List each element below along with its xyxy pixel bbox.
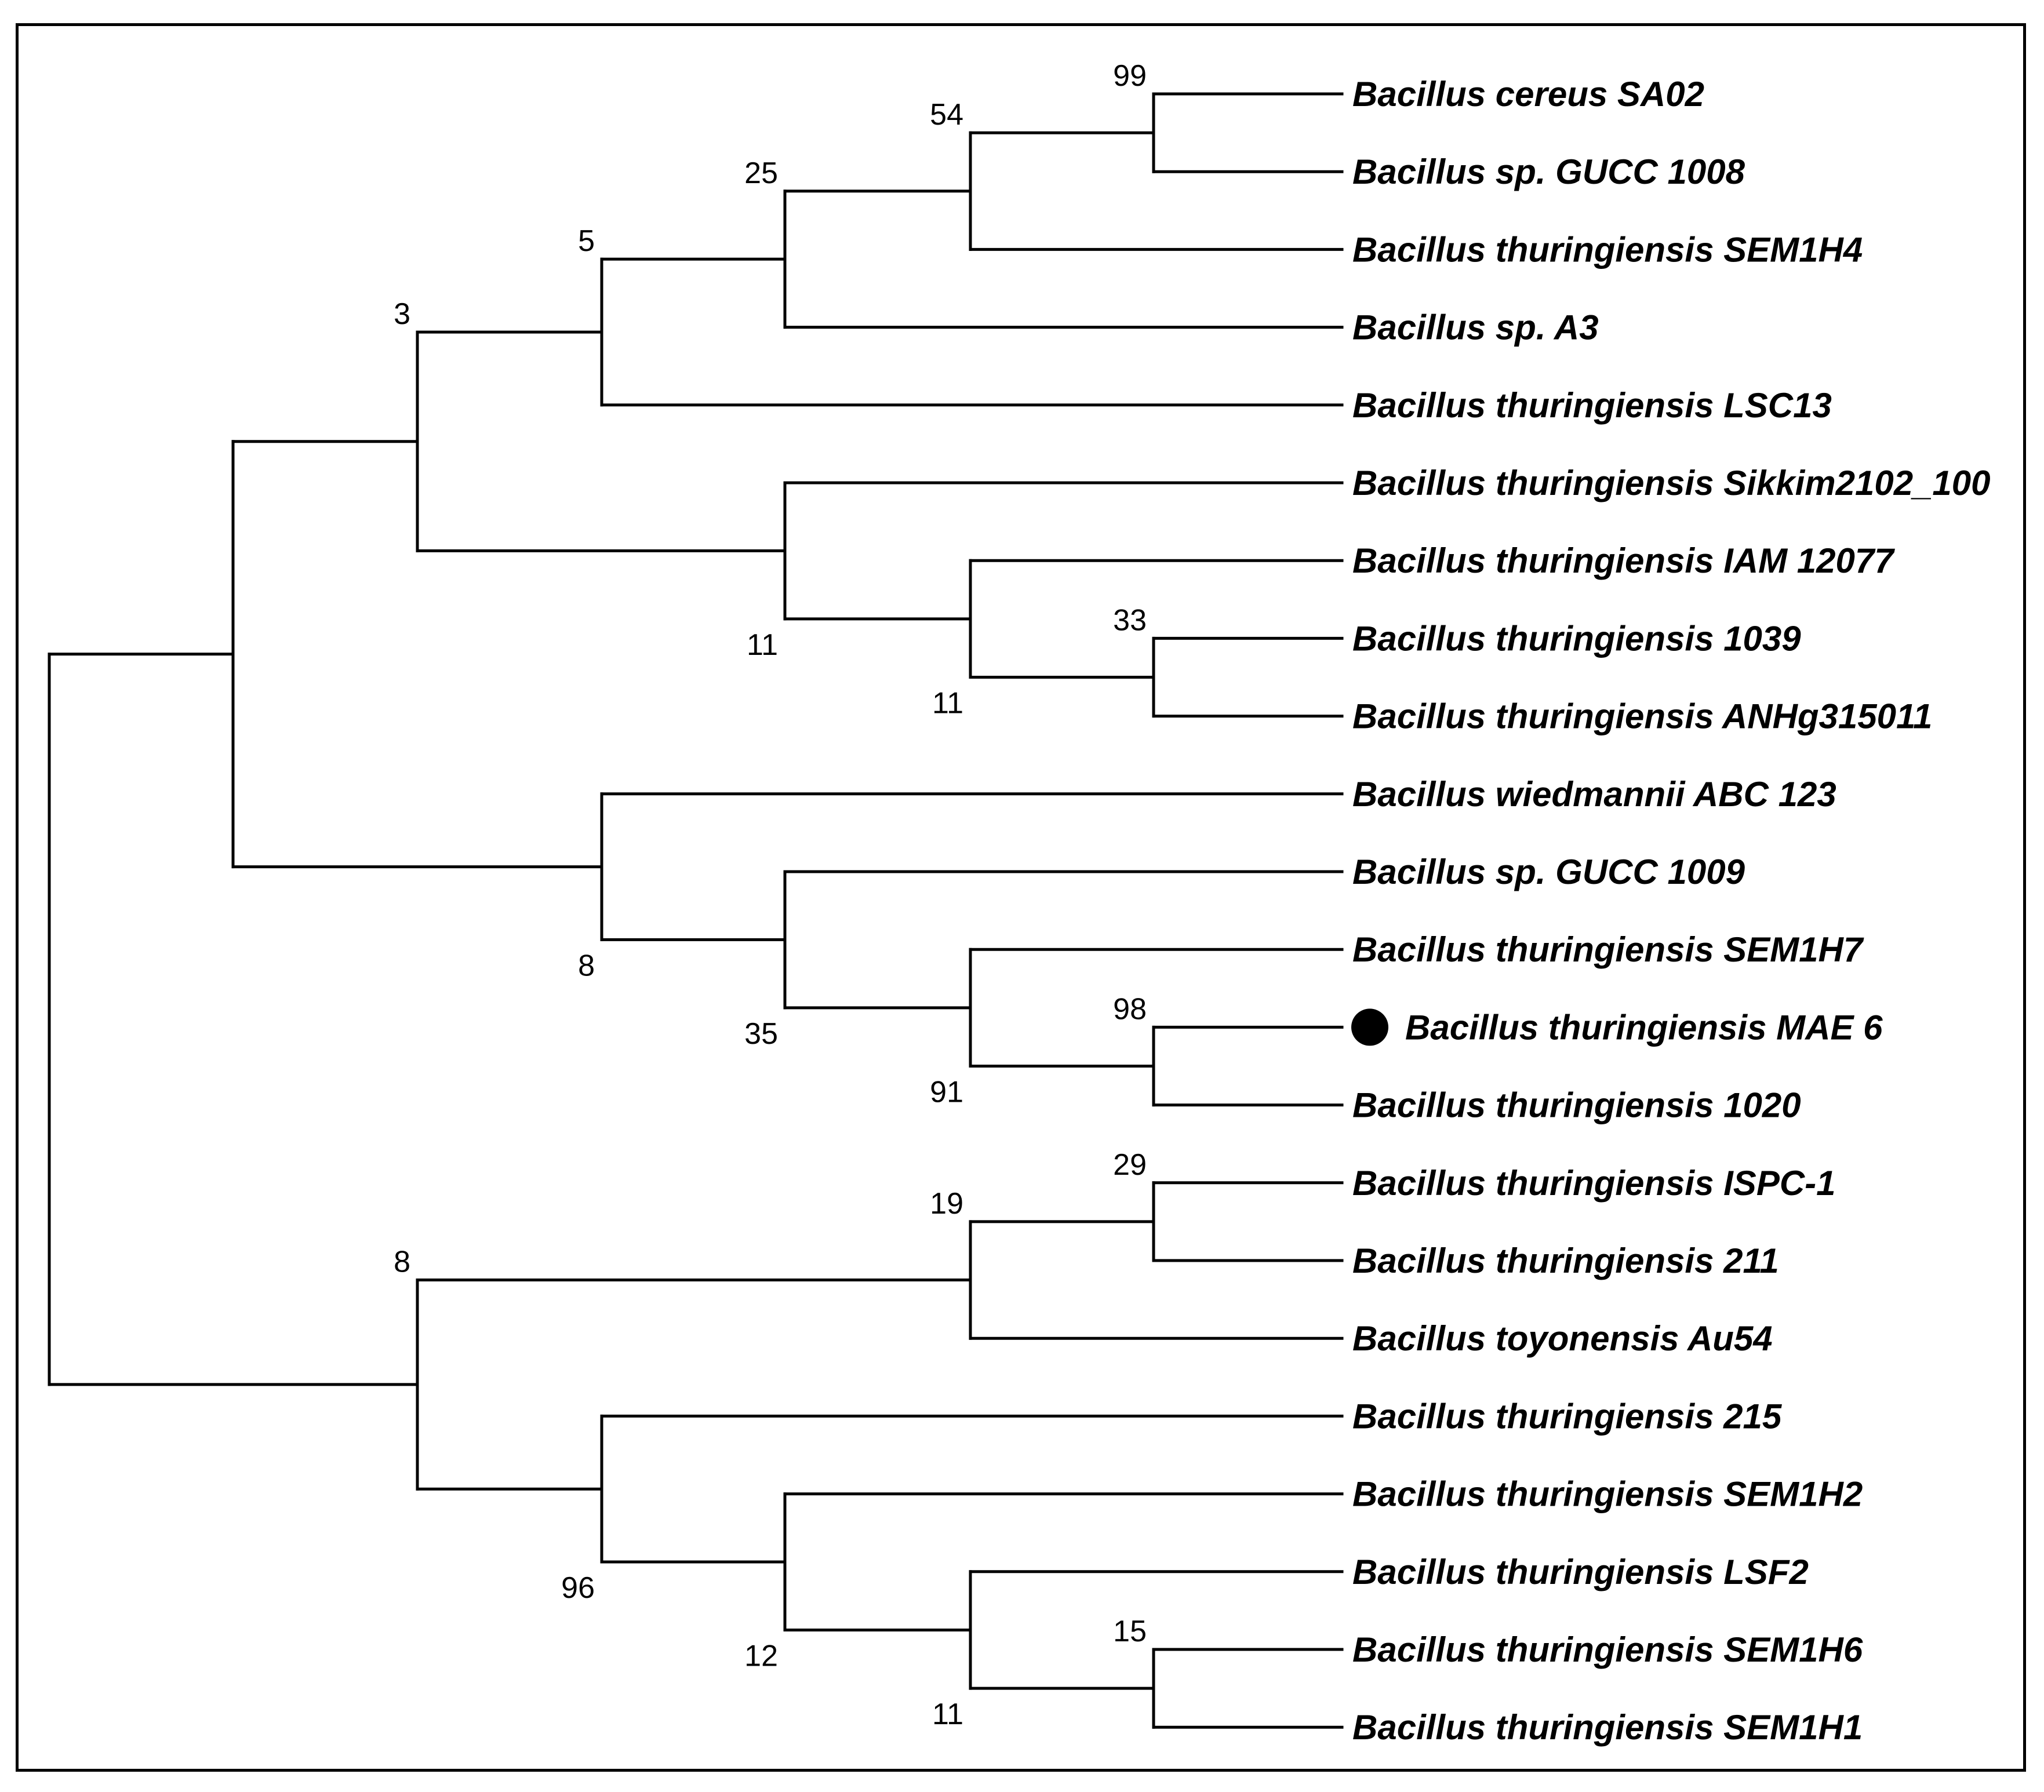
taxon-label: Bacillus sp. A3	[1352, 308, 1599, 347]
tree-frame	[16, 23, 2026, 1772]
support-value: 91	[930, 1076, 963, 1109]
taxon-label: Bacillus thuringiensis Sikkim2102_100	[1352, 464, 1991, 502]
taxon-label: Bacillus sp. GUCC 1008	[1352, 152, 1745, 191]
support-value: 11	[932, 1698, 963, 1731]
support-value: 35	[744, 1017, 778, 1051]
support-value: 8	[578, 949, 595, 982]
support-value: 98	[1113, 992, 1147, 1026]
taxon-label: Bacillus thuringiensis LSC13	[1352, 386, 1832, 425]
support-value: 15	[1113, 1615, 1147, 1648]
marker-dot-icon	[1351, 1008, 1388, 1046]
taxon-label: Bacillus thuringiensis 211	[1352, 1241, 1779, 1280]
taxon-label: Bacillus thuringiensis ISPC-1	[1352, 1164, 1836, 1203]
support-value: 29	[1113, 1148, 1147, 1182]
taxon-label: Bacillus thuringiensis 1039	[1352, 619, 1801, 658]
support-value: 54	[930, 98, 963, 132]
support-value: 11	[932, 687, 963, 720]
support-value: 19	[930, 1187, 963, 1221]
taxon-label: Bacillus thuringiensis MAE 6	[1405, 1008, 1883, 1047]
taxon-label: Bacillus thuringiensis ANHg315011	[1352, 697, 1932, 736]
support-value: 33	[1113, 603, 1147, 637]
taxon-label: Bacillus thuringiensis SEM1H4	[1352, 230, 1863, 269]
support-value: 3	[394, 297, 410, 331]
taxon-label: Bacillus cereus SA02	[1352, 75, 1704, 114]
support-value: 96	[561, 1571, 595, 1605]
tree-branches	[48, 92, 1344, 1729]
taxon-label: Bacillus thuringiensis SEM1H2	[1352, 1475, 1863, 1514]
taxon-label: Bacillus thuringiensis SEM1H7	[1352, 930, 1864, 969]
support-value: 12	[744, 1639, 778, 1673]
support-value: 8	[394, 1245, 410, 1279]
taxon-label: Bacillus sp. GUCC 1009	[1352, 853, 1745, 891]
support-value: 99	[1113, 59, 1147, 93]
taxon-label: Bacillus thuringiensis 215	[1352, 1397, 1783, 1436]
taxon-label: Bacillus thuringiensis SEM1H1	[1352, 1708, 1863, 1747]
taxon-label: Bacillus wiedmannii ABC 123	[1352, 775, 1836, 814]
taxon-label: Bacillus thuringiensis SEM1H6	[1352, 1630, 1863, 1669]
taxon-label: Bacillus toyonensis Au54	[1352, 1319, 1773, 1358]
taxon-label: Bacillus thuringiensis IAM 12077	[1352, 541, 1895, 580]
support-value: 11	[747, 628, 778, 662]
support-value: 5	[578, 224, 595, 258]
support-value: 25	[744, 156, 778, 190]
support-values: 99 54 25 5 33 11 11 3 98 91 35 8 29 19 15 11 12 96 8	[394, 59, 1147, 1731]
taxon-label: Bacillus thuringiensis 1020	[1352, 1086, 1801, 1125]
taxon-label: Bacillus thuringiensis LSF2	[1352, 1553, 1809, 1591]
